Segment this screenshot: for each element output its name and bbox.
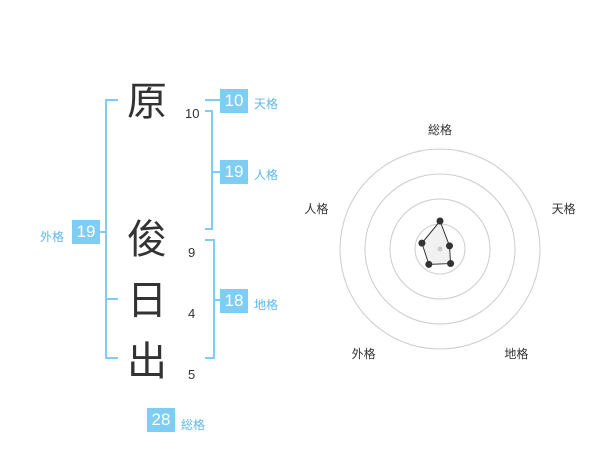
radar-point-1	[446, 242, 454, 250]
radar-axis-label-3: 外格	[352, 346, 376, 361]
jinkaku-bracket	[205, 110, 213, 230]
tenkaku-value: 10	[220, 89, 248, 113]
gaikaku-value: 19	[72, 220, 100, 244]
stroke-count-2: 9	[188, 245, 196, 260]
name-char-3: 日	[127, 278, 167, 324]
stroke-count-1: 10	[185, 106, 200, 121]
radar-shape	[421, 220, 452, 265]
gaikaku-bracket	[105, 99, 118, 359]
tenkaku-label: 天格	[254, 97, 279, 111]
stroke-count-4: 5	[188, 367, 196, 382]
name-char-1: 原	[127, 79, 167, 125]
radar-ring-3	[364, 173, 516, 325]
radar-point-0	[436, 217, 444, 225]
radar-axis-label-2: 地格	[504, 346, 528, 361]
soukaku-value: 28	[147, 408, 175, 432]
radar-axis-label-1: 天格	[552, 201, 576, 216]
gaikaku-label: 外格	[40, 230, 65, 244]
chikaku-label: 地格	[254, 298, 279, 312]
radar-ring-2	[389, 198, 491, 300]
chikaku-value: 18	[220, 289, 248, 313]
radar-point-2	[447, 260, 455, 268]
radar-point-4	[418, 239, 426, 247]
stroke-count-3: 4	[188, 306, 196, 321]
name-char-2: 俊	[127, 217, 167, 263]
radar-ring-4	[339, 148, 541, 350]
radar-center	[437, 246, 443, 252]
jinkaku-label: 人格	[254, 168, 279, 182]
radar-point-3	[425, 260, 433, 268]
radar-axis-label-4: 人格	[304, 201, 328, 216]
name-char-4: 出	[127, 339, 167, 385]
radar-axis-label-0: 総格	[428, 122, 452, 137]
jinkaku-value: 19	[220, 160, 248, 184]
soukaku-label: 総格	[181, 418, 206, 432]
